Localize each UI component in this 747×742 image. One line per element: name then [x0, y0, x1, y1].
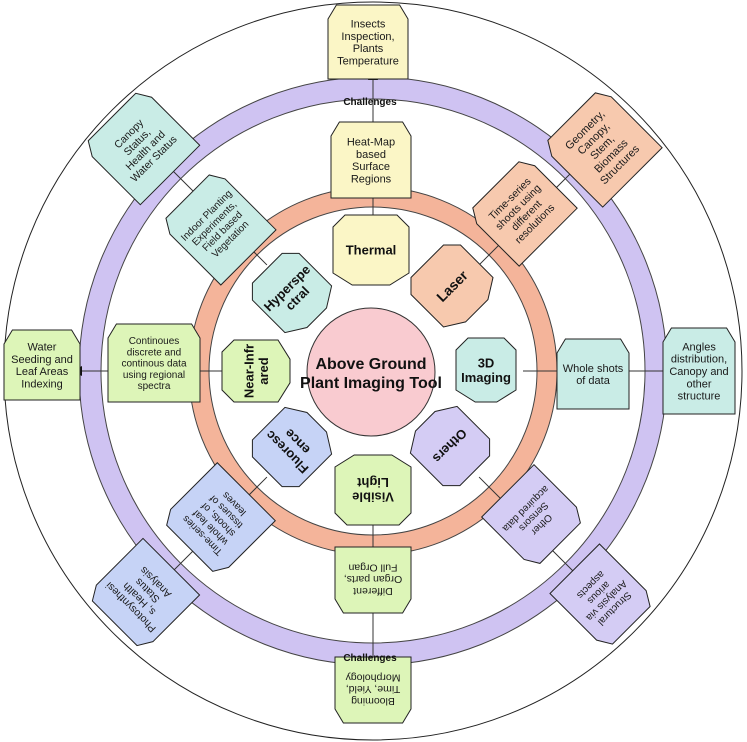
technique-thermal-shape [332, 214, 410, 286]
challenge-nir-text-line: Water [28, 341, 57, 353]
technique-hyperspectral-shape [251, 252, 333, 334]
application-nir-text-line: discrete and [127, 347, 181, 358]
technique-imaging3d-text-line: Imaging [461, 370, 511, 385]
application-imaging3d-shape [556, 338, 630, 410]
challenge-imaging3d-text-line: distribution, [671, 354, 727, 366]
application-visible-text-line: Different [353, 585, 393, 597]
application-nir-text-line: spectra [138, 381, 171, 392]
challenge-others-shape [549, 543, 651, 645]
challenge-thermal-shape [327, 4, 409, 80]
challenge-visible-text-line: Time, Yield, [346, 683, 400, 695]
challenge-nodes: InsectsInspection,PlantsTemperatureGeome… [3, 4, 736, 724]
technique-visible-shape [334, 454, 412, 526]
challenge-hyperspectral-shape [87, 92, 201, 206]
challenge-fluorescence-shape [91, 537, 201, 647]
challenge-imaging3d-text-line: structure [678, 391, 721, 403]
application-others-shape [480, 463, 581, 564]
challenge-visible-text-line: Morphology [345, 671, 401, 683]
application-thermal-text-line: Surface [352, 161, 390, 173]
technique-nodes: ThermalLaser3DImagingOthersVisibleLightF… [221, 214, 517, 526]
technique-imaging3d-shape [455, 337, 517, 403]
challenge-imaging3d-text-line: Angles [682, 341, 716, 353]
challenge-thermal-text-line: Inspection, [341, 31, 394, 43]
challenges-label-top: Challenges [343, 97, 397, 108]
application-visible-shape [334, 546, 412, 614]
challenge-imaging3d-text-line: other [686, 378, 711, 390]
technique-visible-text-line: Visible [352, 490, 394, 505]
challenge-nir-text-line: Seeding and [11, 354, 73, 366]
application-imaging3d-text-line: Whole shots [563, 363, 624, 375]
challenge-visible-shape [334, 656, 412, 724]
technique-others-shape [409, 405, 491, 487]
challenge-thermal-text-line: Temperature [337, 55, 399, 67]
challenge-thermal-text-line: Plants [353, 43, 384, 55]
technique-thermal-text-line: Thermal [346, 243, 397, 258]
challenge-visible-text-line: Blooming [351, 695, 395, 707]
challenge-laser-shape [547, 92, 663, 208]
challenge-nir-shape [3, 329, 81, 401]
technique-imaging3d-text-line: 3D [478, 355, 495, 370]
technique-nir-text-line: Near-Infr [241, 344, 256, 398]
application-nir-shape [107, 323, 201, 403]
application-thermal-text-line: based [356, 149, 386, 161]
technique-laser: Laser [410, 244, 494, 328]
challenge-thermal-text-line: Insects [351, 18, 386, 30]
challenge-nir-text-line: Indexing [21, 378, 63, 390]
challenge-imaging3d-text-line: Canopy and [669, 366, 728, 378]
application-nir-text-line: Continoues [129, 336, 180, 347]
technique-fluorescence-shape [251, 406, 333, 488]
application-imaging3d-text-line: of data [576, 375, 611, 387]
center-title-line1: Above Ground [315, 356, 426, 373]
technique-visible-text-line: Light [356, 475, 388, 490]
technique-nir-shape [221, 339, 291, 403]
application-nir-text-line: using regional [123, 370, 185, 381]
center-title-line2: Plant Imaging Tool [300, 375, 442, 392]
application-thermal-text-line: Heat-Map [347, 136, 395, 148]
center-circle [306, 307, 436, 437]
application-hyperspectral-shape [165, 174, 277, 286]
application-nir-text-line: continous data [121, 359, 186, 370]
application-thermal-text-line: Regions [351, 173, 392, 185]
application-laser-shape [472, 161, 578, 267]
application-visible-text-line: Organ parts, [344, 573, 402, 585]
application-thermal-shape [330, 121, 412, 199]
challenges-label-bottom: Challenges [343, 653, 397, 664]
application-fluorescence-shape [166, 462, 276, 572]
technique-laser-shape [410, 244, 494, 328]
technique-others: Others [409, 405, 491, 487]
technique-thermal: Thermal [332, 214, 410, 286]
challenge-nir-text-line: Leaf Areas [16, 366, 69, 378]
application-visible-text-line: Full Organ [348, 561, 397, 573]
technique-nir-text-line: ared [256, 357, 271, 385]
challenge-imaging3d-shape [662, 327, 736, 415]
